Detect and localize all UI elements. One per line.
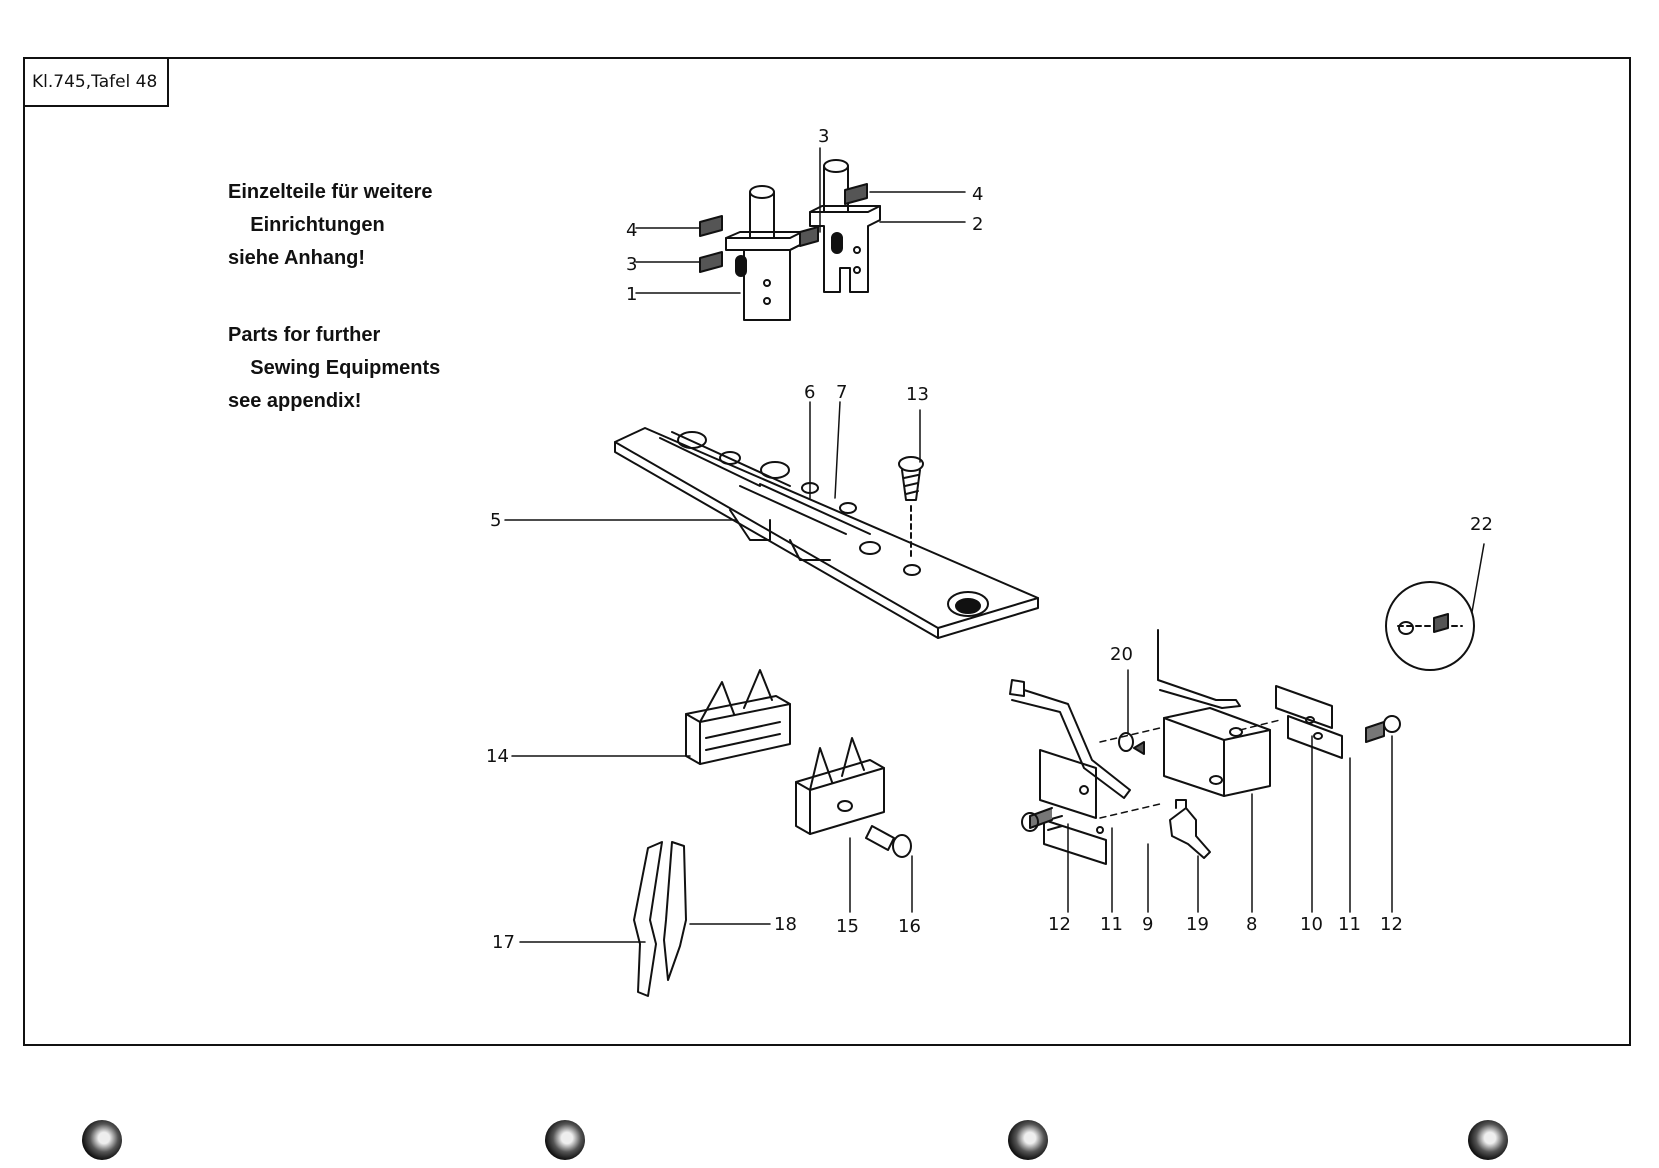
callout-16: 16 [898, 916, 921, 937]
note-line: see appendix! [228, 390, 362, 412]
part-13-screw [898, 456, 924, 557]
callout-3: 3 [626, 254, 637, 275]
note-german: Einzelteile für weitere Einrichtungen sie… [228, 176, 433, 275]
part-17-18-blades [633, 841, 687, 997]
part-14-block [685, 669, 791, 765]
bracket-assembly [1009, 629, 1401, 865]
callout-4: 4 [972, 184, 983, 205]
note-line: Parts for further [228, 324, 381, 346]
part-5-throat-plate [614, 427, 1039, 639]
callout-22: 22 [1470, 514, 1493, 535]
callout-11: 11 [1338, 914, 1361, 935]
punch-hole [1468, 1120, 1508, 1160]
callout-17: 17 [492, 932, 515, 953]
part-15-block [795, 737, 885, 835]
callout-4: 4 [626, 220, 637, 241]
callout-2: 2 [972, 214, 983, 235]
callout-8: 8 [1246, 914, 1257, 935]
part-2-holder [799, 159, 881, 293]
callout-11: 11 [1100, 914, 1123, 935]
callout-13: 13 [906, 384, 929, 405]
callout-14: 14 [486, 746, 509, 767]
leader-lines [504, 147, 1485, 943]
callout-18: 18 [774, 914, 797, 935]
part-1-holder [699, 185, 803, 321]
note-line: Sewing Equipments [228, 357, 441, 379]
punch-hole [1008, 1120, 1048, 1160]
punch-hole [545, 1120, 585, 1160]
callout-7: 7 [836, 382, 847, 403]
note-english: Parts for further Sewing Equipments see a… [228, 319, 440, 418]
callout-20: 20 [1110, 644, 1133, 665]
callout-12: 12 [1380, 914, 1403, 935]
callouts: 4 3 1 3 4 2 5 6 7 13 22 20 14 17 18 15 1… [486, 126, 1493, 953]
note-line: siehe Anhang! [228, 247, 366, 269]
drawing-frame [23, 57, 1631, 1046]
callout-1: 1 [626, 284, 637, 305]
callout-6: 6 [804, 382, 815, 403]
part-22-inset [1385, 581, 1475, 671]
plate-tag: Kl.745,Tafel 48 [23, 57, 169, 107]
callout-19: 19 [1186, 914, 1209, 935]
punch-hole [82, 1120, 122, 1160]
note-line: Einrichtungen [228, 214, 385, 236]
callout-9: 9 [1142, 914, 1153, 935]
part-16-bolt [865, 825, 912, 858]
callout-12: 12 [1048, 914, 1071, 935]
callout-10: 10 [1300, 914, 1323, 935]
callout-5: 5 [490, 510, 501, 531]
note-line: Einzelteile für weitere [228, 181, 433, 203]
callout-3: 3 [818, 126, 829, 147]
callout-15: 15 [836, 916, 859, 937]
